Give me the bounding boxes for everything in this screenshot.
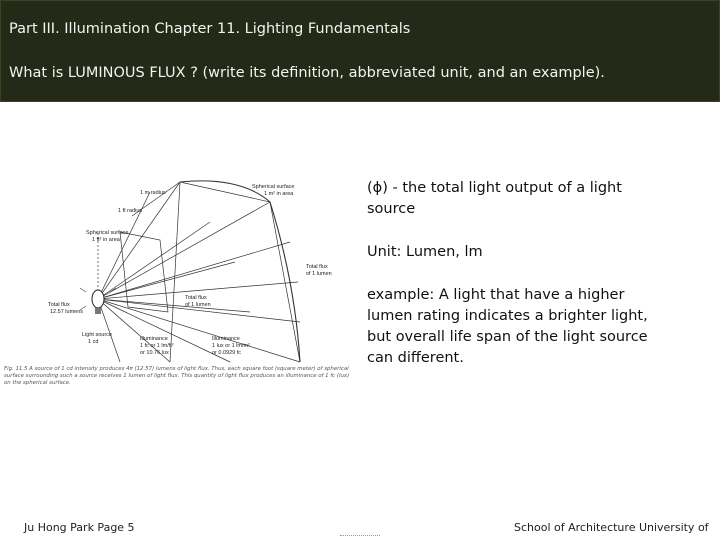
label-light-source-cd: 1 cd bbox=[88, 339, 98, 345]
unit-text: Unit: Lumen, lm bbox=[367, 244, 483, 260]
figure-caption: Fig. 11.5 A source of 1 cd intensity pro… bbox=[4, 366, 350, 386]
label-total-flux-value: 12.57 lumens bbox=[50, 309, 83, 315]
diagram-svg: 1 m radius 1 ft radius Spherical surface… bbox=[48, 180, 332, 363]
label-illuminance-fc-c: or 10.76 lux bbox=[140, 350, 169, 356]
label-total-flux-inner-value: of 1 lumen bbox=[185, 302, 211, 308]
label-illuminance-fc-b: 1 fc or 1 lm/ft² bbox=[140, 343, 174, 349]
footer-institution: School of Architecture University of bbox=[514, 521, 709, 534]
footer-divider bbox=[340, 535, 380, 541]
label-total-flux-outer-value: of 1 lumen bbox=[306, 271, 332, 277]
label-total-flux-outer: Total flux bbox=[306, 264, 328, 270]
label-spherical-m: Spherical surface bbox=[252, 184, 295, 190]
label-illuminance-lux-b: 1 lux or 1 lm/m² bbox=[212, 343, 250, 349]
luminous-flux-diagram: 1 m radius 1 ft radius Spherical surface… bbox=[0, 162, 360, 392]
label-total-flux: Total flux bbox=[48, 302, 70, 308]
label-illuminance-lux: Illuminance bbox=[212, 336, 240, 342]
label-radius-ft: 1 ft radius bbox=[118, 208, 142, 214]
footer-author-page: Ju Hong Park Page 5 bbox=[24, 521, 135, 534]
slide-question: What is LUMINOUS FLUX ? (write its defin… bbox=[9, 65, 605, 81]
example-text: example: A light that have a higher lume… bbox=[367, 287, 648, 366]
definition-text: (ϕ) - the total light output of a light … bbox=[367, 180, 622, 217]
slide-header: Part III. Illumination Chapter 11. Light… bbox=[0, 0, 720, 102]
light-source-icon bbox=[79, 287, 117, 314]
label-spherical-m-area: 1 m² in area bbox=[264, 191, 294, 197]
slide-title: Part III. Illumination Chapter 11. Light… bbox=[9, 21, 411, 37]
label-spherical-ft: Spherical surface bbox=[86, 230, 129, 236]
label-total-flux-inner: Total flux bbox=[185, 295, 207, 301]
label-illuminance-fc: Illuminance bbox=[140, 336, 168, 342]
label-illuminance-lux-c: or 0.0929 fc bbox=[212, 350, 241, 356]
label-spherical-ft-area: 1 ft² in area bbox=[92, 237, 121, 243]
answer-textbox: (ϕ) - the total light output of a light … bbox=[367, 178, 667, 391]
label-radius-m: 1 m radius bbox=[140, 190, 166, 196]
label-light-source: Light source bbox=[82, 332, 112, 338]
